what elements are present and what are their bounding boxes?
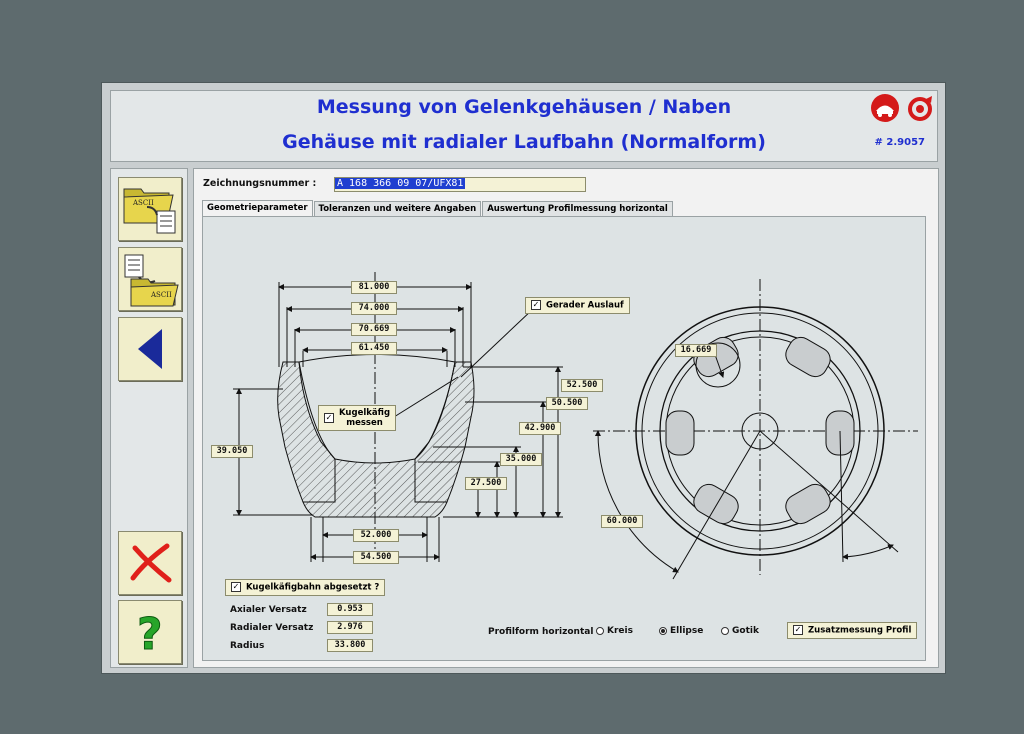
radio-ellipse-dot — [659, 626, 667, 635]
main-panel: Zeichnungsnummer : A 168 366 09 07/UFX81… — [193, 168, 939, 668]
dim-42-900[interactable]: 42.900 — [519, 422, 561, 435]
radio-ellipse[interactable]: Ellipse — [659, 626, 703, 636]
dim-35[interactable]: 35.000 — [500, 453, 542, 466]
dim-54-500[interactable]: 54.500 — [353, 551, 399, 564]
gear-logo-icon — [907, 94, 935, 122]
kugelkaefig-label: Kugelkäfig — [339, 408, 391, 418]
kugelkaefigbahn-label: Kugelkäfigbahn abgesetzt ? — [246, 582, 380, 593]
radio-gotik[interactable]: Gotik — [721, 626, 759, 636]
checkbox-mark: ✓ — [793, 625, 803, 635]
back-button[interactable] — [118, 317, 182, 381]
drawing-number-input[interactable]: A 168 366 09 07/UFX81 — [334, 177, 586, 192]
zusatzmessung-label: Zusatzmessung Profil — [808, 625, 912, 636]
axialer-versatz-input[interactable]: 0.953 — [327, 603, 373, 616]
triangle-left-icon — [138, 329, 162, 369]
checkbox-mark: ✓ — [231, 582, 241, 592]
tab-geometrieparameter[interactable]: Geometrieparameter — [202, 200, 313, 216]
import-ascii-button[interactable]: ASCII — [118, 177, 182, 241]
dim-70-669[interactable]: 70.669 — [351, 323, 397, 336]
ascii-label: ASCII — [150, 291, 172, 299]
dim-16-669[interactable]: 16.669 — [675, 344, 717, 357]
svg-text:?: ? — [137, 609, 163, 657]
company-logo-icon — [871, 94, 899, 122]
radialer-versatz-label: Radialer Versatz — [230, 623, 314, 633]
export-ascii-button[interactable]: ASCII — [118, 247, 182, 311]
axialer-versatz-label: Axialer Versatz — [230, 605, 307, 615]
tab-bar: Geometrieparameter Toleranzen und weiter… — [202, 200, 674, 217]
page-title: Messung von Gelenkgehäusen / Naben — [316, 96, 732, 118]
cancel-button[interactable] — [118, 531, 182, 595]
checkbox-mark: ✓ — [324, 413, 334, 423]
dim-81[interactable]: 81.000 — [351, 281, 397, 294]
radio-kreis-label: Kreis — [607, 626, 633, 636]
dim-50-500[interactable]: 50.500 — [546, 397, 588, 410]
radius-label: Radius — [230, 641, 265, 651]
front-view — [593, 279, 918, 580]
tab-toleranzen[interactable]: Toleranzen und weitere Angaben — [313, 201, 482, 217]
close-icon — [130, 543, 172, 583]
radio-kreis-dot — [596, 626, 604, 635]
dim-27-500[interactable]: 27.500 — [465, 477, 507, 490]
radio-kreis[interactable]: Kreis — [596, 626, 633, 636]
dim-52[interactable]: 52.000 — [353, 529, 399, 542]
radio-ellipse-label: Ellipse — [670, 626, 704, 636]
zusatzmessung-checkbox[interactable]: ✓ Zusatzmessung Profil — [787, 622, 918, 639]
tab-auswertung[interactable]: Auswertung Profilmessung horizontal — [482, 201, 673, 217]
page-subtitle: Gehäuse mit radialer Laufbahn (Normalfor… — [282, 131, 766, 153]
cross-section-view — [233, 272, 563, 567]
radio-gotik-label: Gotik — [732, 626, 759, 636]
radius-input[interactable]: 33.800 — [327, 639, 373, 652]
radialer-versatz-input[interactable]: 2.976 — [327, 621, 373, 634]
zeichnung-label: Zeichnungsnummer : — [203, 178, 317, 189]
ascii-export-icon: ASCII — [124, 254, 179, 307]
gerader-auslauf-checkbox[interactable]: ✓ Gerader Auslauf — [525, 297, 630, 314]
profilform-label: Profilform horizontal : — [488, 627, 601, 637]
geometry-panel: 81.000 74.000 70.669 61.450 52.500 50.50… — [202, 216, 926, 661]
ascii-import-icon: ASCII — [123, 188, 176, 234]
messen-label: messen — [346, 418, 383, 428]
checkbox-mark: ✓ — [531, 300, 541, 310]
radio-gotik-dot — [721, 626, 729, 635]
question-mark-icon: ? — [137, 609, 164, 658]
dim-74[interactable]: 74.000 — [351, 302, 397, 315]
ascii-label: ASCII — [132, 199, 154, 207]
help-button[interactable]: ? — [118, 600, 182, 664]
drawing-number-value: A 168 366 09 07/UFX81 — [335, 178, 466, 189]
sidebar: ASCII ASCII ? — [110, 168, 188, 668]
document-number: # 2.9057 — [874, 137, 925, 148]
dim-52-500[interactable]: 52.500 — [561, 379, 603, 392]
gerader-auslauf-label: Gerader Auslauf — [546, 300, 624, 311]
dim-61-450[interactable]: 61.450 — [351, 342, 397, 355]
kugelkaefigbahn-checkbox[interactable]: ✓ Kugelkäfigbahn abgesetzt ? — [225, 579, 386, 596]
dim-60-angle[interactable]: 60.000 — [601, 515, 643, 528]
header-panel: Messung von Gelenkgehäusen / Naben Gehäu… — [110, 90, 938, 162]
dim-39-050[interactable]: 39.050 — [211, 445, 253, 458]
